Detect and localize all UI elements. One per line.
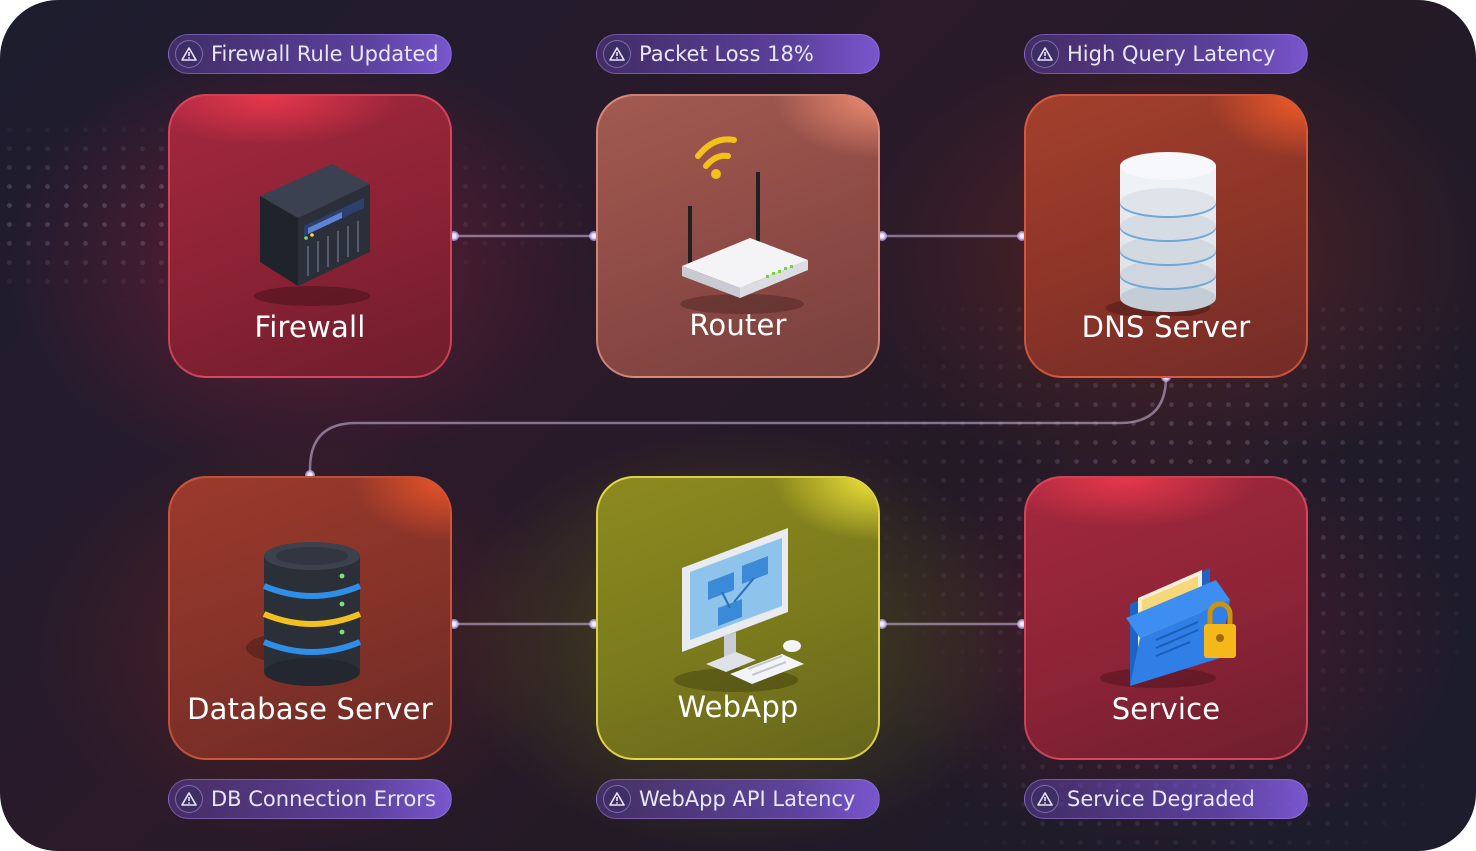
alert-router[interactable]: Packet Loss 18% bbox=[596, 34, 880, 74]
warning-triangle-icon bbox=[1031, 785, 1059, 813]
node-dns[interactable]: DNS Server bbox=[1024, 94, 1308, 378]
database-server-icon bbox=[246, 542, 362, 686]
warning-triangle-icon bbox=[1031, 40, 1059, 68]
alert-service[interactable]: Service Degraded bbox=[1024, 779, 1308, 819]
alert-text: Firewall Rule Updated bbox=[211, 42, 439, 66]
warning-triangle-icon bbox=[175, 785, 203, 813]
database-stack-icon bbox=[1106, 152, 1216, 316]
node-label: Firewall bbox=[254, 310, 366, 344]
alert-text: Packet Loss 18% bbox=[639, 42, 814, 66]
alert-dns[interactable]: High Query Latency bbox=[1024, 34, 1308, 74]
alert-database[interactable]: DB Connection Errors bbox=[168, 779, 452, 819]
locked-folder-icon bbox=[1100, 568, 1236, 688]
link-dns-database bbox=[308, 376, 1168, 475]
node-service[interactable]: Service bbox=[1024, 476, 1308, 760]
node-firewall[interactable]: Firewall bbox=[168, 94, 452, 378]
wifi-router-icon bbox=[680, 136, 808, 314]
desktop-computer-icon bbox=[674, 528, 804, 692]
warning-triangle-icon bbox=[175, 40, 203, 68]
node-label: WebApp bbox=[677, 690, 799, 724]
node-database[interactable]: Database Server bbox=[168, 476, 452, 760]
alert-webapp[interactable]: WebApp API Latency bbox=[596, 779, 880, 819]
warning-triangle-icon bbox=[603, 785, 631, 813]
server-rack-icon bbox=[254, 164, 370, 306]
node-webapp[interactable]: WebApp bbox=[596, 476, 880, 760]
node-router[interactable]: Router bbox=[596, 94, 880, 378]
alert-text: WebApp API Latency bbox=[639, 787, 856, 811]
node-label: Service bbox=[1111, 692, 1221, 726]
alert-text: Service Degraded bbox=[1067, 787, 1255, 811]
alert-text: High Query Latency bbox=[1067, 42, 1276, 66]
alert-firewall[interactable]: Firewall Rule Updated bbox=[168, 34, 452, 74]
alert-text: DB Connection Errors bbox=[211, 787, 436, 811]
node-label: Router bbox=[689, 308, 787, 342]
node-label: Database Server bbox=[187, 692, 433, 726]
node-label: DNS Server bbox=[1081, 310, 1251, 344]
warning-triangle-icon bbox=[603, 40, 631, 68]
